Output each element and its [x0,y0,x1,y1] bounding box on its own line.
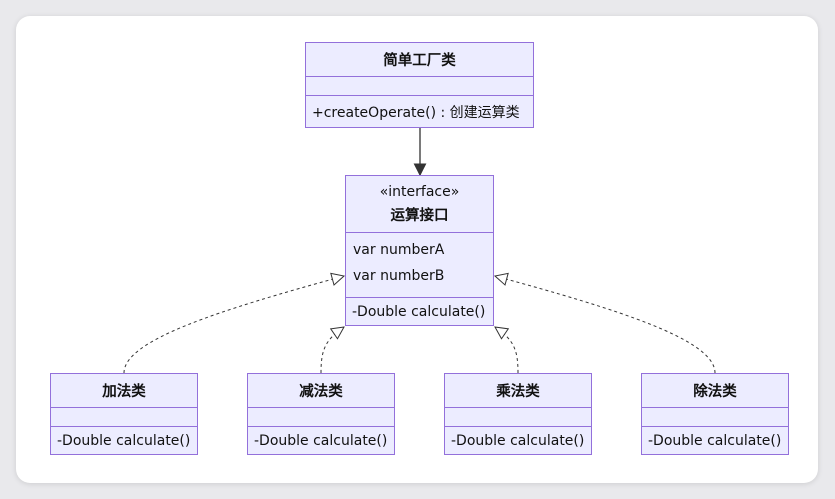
class-method: -Double calculate() [451,433,585,449]
factory-class-node[interactable]: 简单工厂类 +createOperate() : 创建运算类 [305,42,534,128]
class-method: -Double calculate() [648,433,782,449]
class-name: 减法类 [299,384,343,400]
class-node-sub[interactable]: 减法类 -Double calculate() [247,373,395,455]
class-node-mul[interactable]: 乘法类 -Double calculate() [444,373,592,455]
realization-edge-add [123,276,344,374]
class-attributes [445,408,591,427]
class-attributes [51,408,197,427]
realization-edge-sub [320,327,344,374]
class-method: -Double calculate() [57,433,191,449]
class-name: 加法类 [102,384,146,400]
class-attributes [642,408,788,427]
class-attributes [248,408,394,427]
interface-name: 运算接口 [390,207,449,224]
factory-method: +createOperate() : 创建运算类 [312,105,520,121]
class-node-div[interactable]: 除法类 -Double calculate() [641,373,789,455]
interface-attribute: var numberB [353,268,445,284]
realization-edge-div [495,276,716,374]
class-method: -Double calculate() [254,433,388,449]
factory-class-name: 简单工厂类 [383,53,456,69]
realization-edge-mul [495,327,519,374]
interface-class-node[interactable]: «interface» 运算接口 var numberA var numberB… [345,175,494,326]
interface-stereotype: «interface» [379,183,460,200]
interface-method: -Double calculate() [352,303,486,320]
interface-attributes: var numberA var numberB [346,233,493,298]
interface-attribute: var numberA [353,242,445,258]
class-name: 乘法类 [496,384,540,400]
class-name: 除法类 [693,384,737,400]
factory-attributes [306,77,533,96]
class-node-add[interactable]: 加法类 -Double calculate() [50,373,198,455]
